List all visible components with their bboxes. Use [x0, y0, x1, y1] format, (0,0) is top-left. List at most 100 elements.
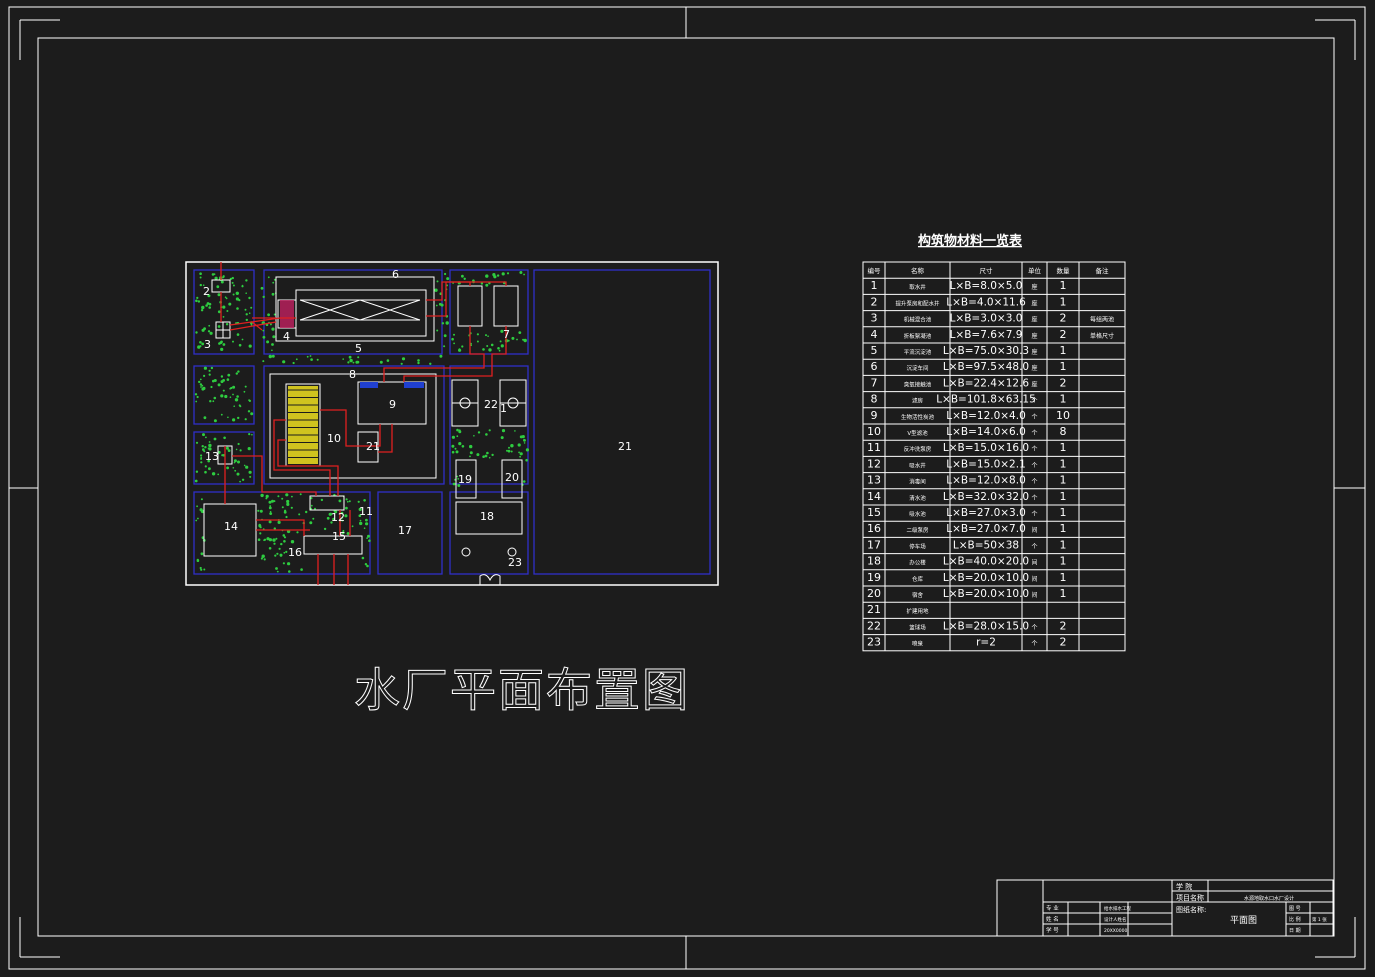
- tree-dot: [236, 333, 240, 336]
- tree-dot: [208, 447, 212, 451]
- tree-dot: [273, 500, 276, 503]
- tree-dot: [245, 292, 247, 295]
- tree-dot: [216, 285, 220, 289]
- table-cell: L×B=12.0×8.0: [946, 475, 1026, 487]
- tree-dot: [217, 383, 221, 387]
- table-header-cell: 单位: [1028, 266, 1042, 275]
- tree-dot: [199, 566, 202, 570]
- table-header-cell: 编号: [868, 266, 882, 275]
- tree-dot: [211, 273, 215, 276]
- tree-dot: [525, 448, 530, 452]
- tree-dot: [473, 435, 475, 437]
- tree-dot: [338, 499, 342, 503]
- gate: [479, 574, 501, 585]
- table-cell: 1: [1060, 393, 1067, 406]
- tree-dot: [452, 282, 454, 284]
- table-cell: 4: [871, 328, 878, 341]
- tree-dot: [417, 359, 420, 362]
- tree-dot: [244, 385, 247, 388]
- table-cell: 宿舍: [912, 591, 924, 599]
- tree-dot: [281, 506, 284, 509]
- tree-dot: [341, 531, 345, 535]
- tree-dot: [282, 534, 286, 537]
- tree-dot: [220, 394, 224, 398]
- tree-dot: [346, 532, 350, 535]
- table-cell: 10: [1056, 409, 1070, 422]
- tree-dot: [238, 404, 241, 407]
- tree-dot: [260, 557, 263, 560]
- tree-dot: [283, 536, 287, 539]
- table-cell: 吸水池: [909, 510, 926, 518]
- tree-dot: [344, 514, 348, 518]
- tree-dot: [202, 448, 205, 451]
- tree-dot: [368, 539, 371, 542]
- tree-dot: [204, 470, 207, 474]
- tree-dot: [476, 340, 479, 343]
- tree-dot: [361, 556, 365, 560]
- tree-dot: [348, 355, 352, 359]
- tree-dot: [400, 362, 403, 365]
- tree-dot: [274, 554, 277, 557]
- table-cell: 1: [1060, 522, 1067, 535]
- tree-dot: [229, 396, 232, 399]
- tree-dot: [239, 480, 242, 483]
- table-cell: 8: [1060, 425, 1067, 438]
- table-cell: L×B=32.0×32.0: [943, 491, 1029, 503]
- tree-dot: [269, 323, 272, 326]
- table-cell: 篮球场: [909, 623, 926, 631]
- table-cell: L×B=50×38: [953, 539, 1019, 551]
- table-cell: L×B=28.0×15.0: [943, 620, 1029, 632]
- tree-dot: [203, 366, 207, 370]
- tree-dot: [235, 297, 239, 301]
- table-cell: 平流沉淀池: [904, 348, 932, 356]
- tree-dot: [224, 394, 228, 399]
- tree-dot: [214, 276, 218, 280]
- table-cell: 座: [1031, 283, 1037, 291]
- tree-dot: [220, 347, 224, 351]
- table-cell: 1: [1060, 295, 1067, 308]
- tree-dot: [518, 451, 520, 454]
- tree-dot: [310, 358, 313, 361]
- tree-dot: [266, 537, 270, 541]
- tree-dot: [386, 359, 390, 362]
- tree-dot: [525, 458, 528, 462]
- tree-dot: [470, 344, 472, 347]
- tree-dot: [200, 454, 203, 457]
- tree-dot: [349, 358, 353, 363]
- tree-dot: [261, 554, 265, 558]
- tree-dot: [283, 540, 286, 543]
- tree-dot: [314, 507, 316, 510]
- tree-dot: [202, 433, 205, 437]
- tree-dot: [461, 445, 465, 448]
- tb-drawing-label: 图纸名称:: [1176, 905, 1206, 914]
- tree-dot: [200, 457, 203, 460]
- tree-dot: [201, 342, 205, 346]
- table-cell: 14: [867, 490, 881, 503]
- table-cell: 1: [1060, 506, 1067, 519]
- tree-dot: [285, 493, 289, 497]
- tree-dot: [228, 302, 232, 306]
- tree-dot: [262, 360, 265, 363]
- tree-dot: [222, 316, 225, 318]
- tree-dot: [250, 306, 253, 309]
- tree-dot: [197, 300, 201, 303]
- tree-dot: [492, 273, 496, 277]
- tree-dot: [358, 507, 362, 511]
- tree-dot: [244, 418, 247, 421]
- tree-dot: [463, 277, 466, 280]
- tree-dot: [488, 348, 492, 352]
- tree-dot: [309, 521, 313, 525]
- table-cell: 取水井: [909, 283, 926, 291]
- tree-dot: [237, 370, 240, 373]
- tb-scale-label: 比 例: [1289, 916, 1301, 923]
- tree-dot: [234, 469, 237, 472]
- tree-dot: [277, 495, 280, 498]
- tree-dot: [210, 385, 213, 389]
- tree-dot: [453, 342, 455, 345]
- dormitory: [501, 459, 523, 499]
- table-cell: L×B=20.0×10.0: [943, 588, 1029, 600]
- table-cell: 2: [1060, 328, 1067, 341]
- tree-dot: [205, 304, 208, 307]
- tb-row2-value: 设计人姓名: [1104, 916, 1127, 923]
- tree-dot: [272, 281, 275, 284]
